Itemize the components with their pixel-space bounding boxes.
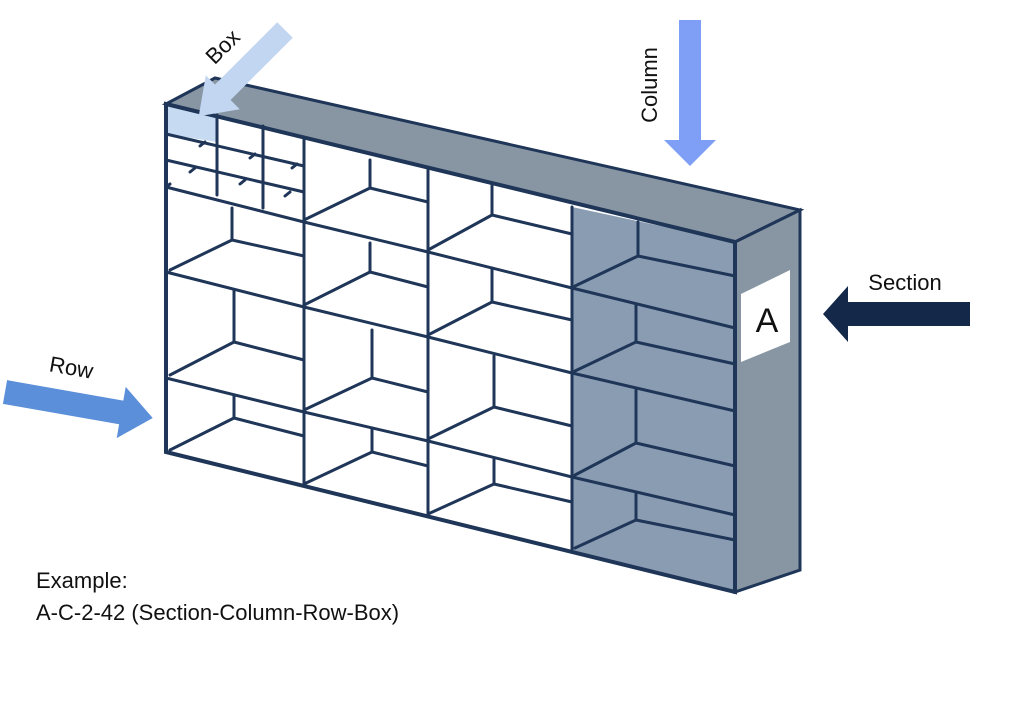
example-heading: Example: [36,568,128,593]
example-code: A-C-2-42 (Section-Column-Row-Box) [36,600,400,625]
section-label-plate [741,270,790,362]
shelf-front-frame [164,101,737,595]
example-caption: Example: A-C-2-42 (Section-Column-Row-Bo… [36,565,399,629]
column-label: Column [637,47,662,123]
section-letter-label: A [756,302,779,340]
highlighted-column [572,207,735,592]
section-arrow [823,286,970,342]
section-label: Section [868,270,941,295]
shelf-structure [164,113,737,552]
column-arrow [664,20,716,166]
row-arrow [2,380,153,439]
shelf-top-face [161,76,805,244]
row-label: Row [47,351,95,383]
box-arrow [198,22,293,117]
shelf-right-face [733,207,802,595]
